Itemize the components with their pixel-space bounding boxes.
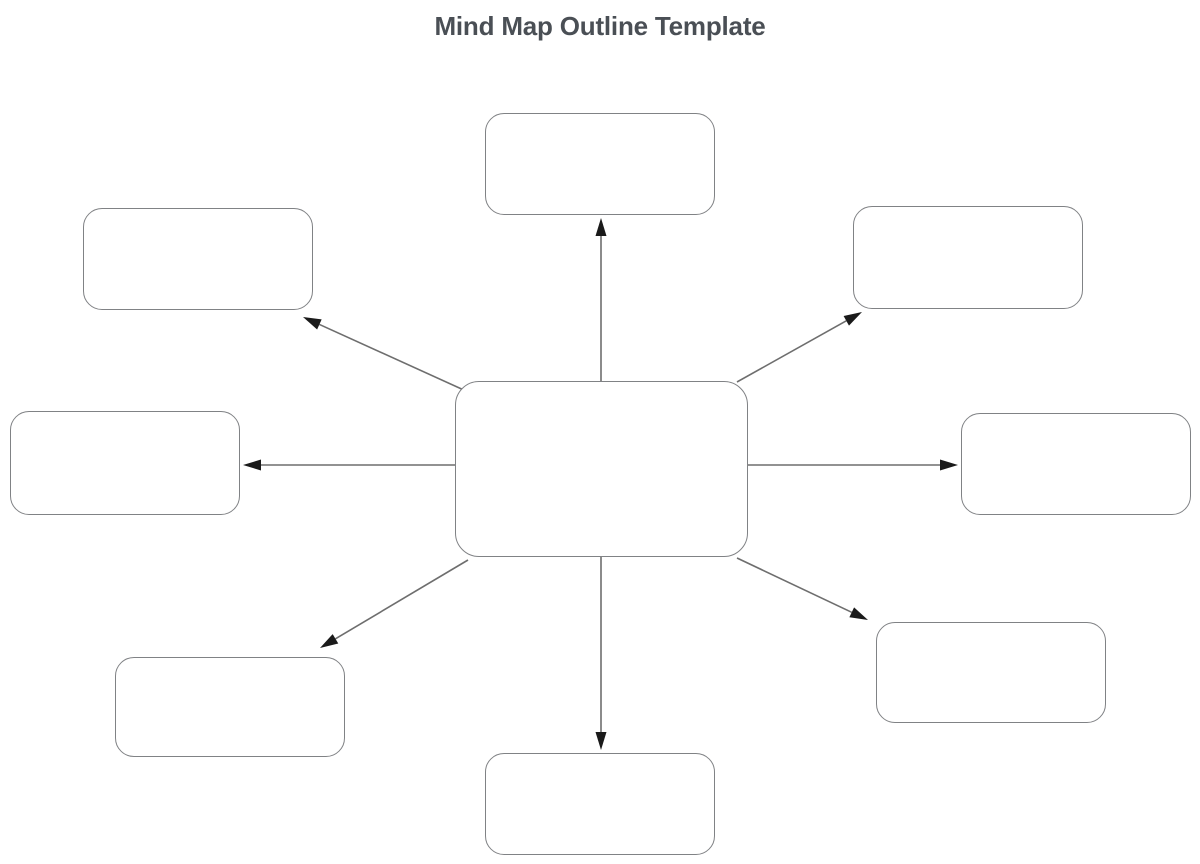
edge-to-top-arrowhead-icon (595, 218, 607, 236)
page-title: Mind Map Outline Template (434, 11, 766, 41)
node-top-right[interactable] (853, 206, 1083, 309)
edge-to-top-right-arrowhead-icon (843, 312, 862, 326)
edge-to-top-right-shaft (736, 320, 847, 383)
node-left[interactable] (10, 411, 240, 515)
edge-to-bottom-left-shaft (335, 559, 469, 640)
edge-to-left-arrowhead-icon (243, 459, 261, 471)
edge-to-bottom-right-shaft (736, 557, 853, 614)
edge-to-bottom-right (736, 557, 868, 620)
edge-to-top (595, 218, 607, 381)
edge-to-right-arrowhead-icon (940, 459, 958, 471)
edge-to-bottom-right-arrowhead-icon (849, 607, 868, 620)
edge-to-top-right (736, 312, 862, 383)
edge-to-top-left-arrowhead-icon (303, 317, 322, 330)
node-right[interactable] (961, 413, 1191, 515)
node-bottom[interactable] (485, 753, 715, 855)
node-bottom-right[interactable] (876, 622, 1106, 723)
edge-to-left (243, 459, 455, 471)
edge-to-top-left (303, 317, 467, 392)
node-top-left[interactable] (83, 208, 313, 310)
edge-to-bottom (595, 557, 607, 750)
node-bottom-left[interactable] (115, 657, 345, 757)
edge-to-right (748, 459, 958, 471)
central-node[interactable] (455, 381, 748, 557)
node-top[interactable] (485, 113, 715, 215)
edge-to-top-left-shaft (319, 323, 467, 392)
edge-to-bottom-left (320, 559, 469, 648)
edge-to-bottom-left-arrowhead-icon (320, 634, 339, 648)
edge-to-bottom-arrowhead-icon (595, 732, 607, 750)
